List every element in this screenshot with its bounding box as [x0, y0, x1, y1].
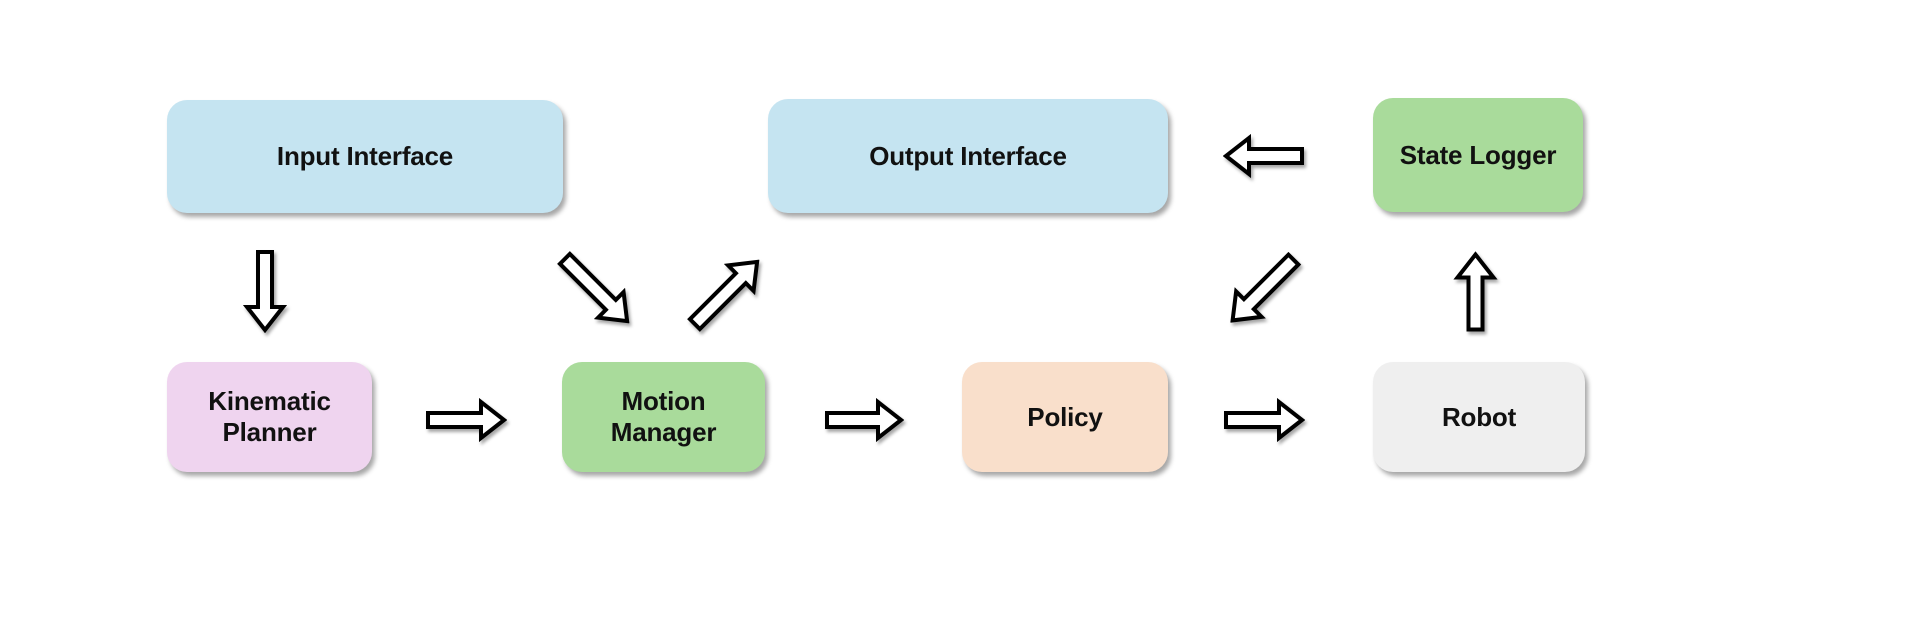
arrow-input-to-kinematic-icon — [223, 250, 307, 333]
arrow-robot-to-statelogger-icon — [1435, 251, 1516, 332]
node-output-interface-label: Output Interface — [869, 140, 1067, 171]
block-arrow-glyph — [1230, 251, 1302, 323]
node-robot-label: Robot — [1441, 401, 1517, 432]
arrow-input-to-motion-icon — [549, 251, 643, 324]
node-input-interface: Input Interface — [167, 100, 563, 213]
block-arrow-glyph — [1224, 398, 1305, 442]
block-arrow-glyph — [1223, 134, 1304, 178]
block-arrow-glyph — [687, 259, 760, 332]
arrow-statelogger-to-policy-icon — [1217, 251, 1309, 323]
block-arrow-glyph — [243, 250, 287, 333]
arrow-motion-to-output-icon — [679, 259, 773, 332]
arrow-policy-to-robot-icon — [1223, 398, 1305, 442]
node-state-logger-label: State Logger — [1399, 139, 1557, 170]
arrow-kinematic-to-motion-icon — [425, 398, 507, 442]
block-arrow-glyph — [825, 398, 904, 442]
node-motion-manager-label: Motion Manager — [610, 386, 717, 447]
node-motion-manager: Motion Manager — [562, 362, 765, 472]
node-kinematic-planner-label: Kinematic Planner — [208, 386, 331, 447]
arrow-motion-to-policy-icon — [824, 398, 904, 442]
block-arrow-glyph — [426, 398, 507, 442]
node-input-interface-label: Input Interface — [276, 141, 454, 172]
block-arrow-glyph — [557, 251, 630, 324]
node-policy: Policy — [962, 362, 1168, 472]
block-arrow-glyph — [1453, 251, 1497, 332]
node-policy-label: Policy — [1027, 401, 1103, 432]
arrow-statelogger-to-output-icon — [1223, 134, 1305, 178]
node-output-interface: Output Interface — [768, 99, 1168, 213]
node-kinematic-planner: Kinematic Planner — [167, 362, 372, 472]
node-robot: Robot — [1373, 362, 1585, 472]
node-state-logger: State Logger — [1373, 98, 1583, 212]
